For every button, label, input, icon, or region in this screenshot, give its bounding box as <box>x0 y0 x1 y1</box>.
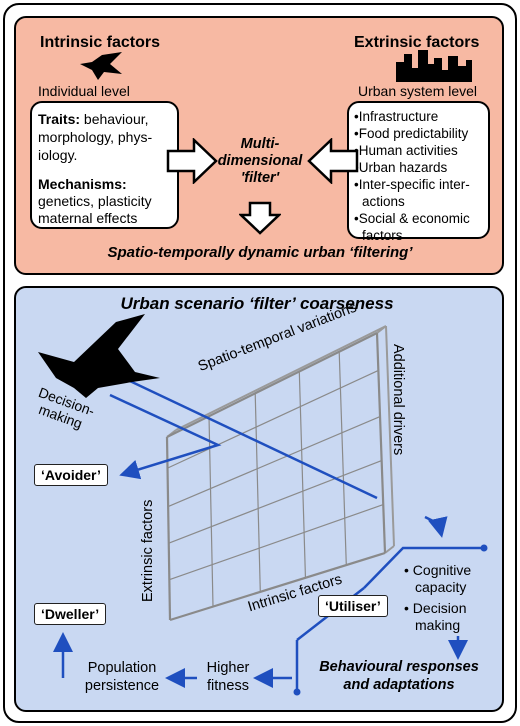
higher-fitness-label: Higher fitness <box>200 659 256 695</box>
panel-title: Urban scenario ‘filter’ coarseness <box>120 294 394 313</box>
grid-line <box>167 416 381 508</box>
grid-line <box>375 332 387 554</box>
list-item: factors <box>362 228 403 243</box>
outer-frame <box>3 3 517 723</box>
swallow-bird-icon <box>38 314 160 398</box>
grid-line <box>175 325 387 431</box>
intrinsic-factors-title: Intrinsic factors <box>40 34 161 51</box>
avoider-arrow <box>109 393 222 480</box>
down-hollow-arrow-icon <box>239 201 281 235</box>
extrinsic-axis-label: Extrinsic factors <box>140 499 156 602</box>
city-skyline-icon <box>396 50 472 82</box>
grid-line <box>168 460 382 544</box>
dynamic-filtering-caption: Spatio-temporally dynamic urban ‘filteri… <box>107 244 413 261</box>
grid-line <box>298 371 307 578</box>
right-hollow-arrow-icon <box>166 138 218 184</box>
utiliser-bracket-upper <box>363 546 484 589</box>
bracket-end-dot <box>293 688 301 696</box>
grid-line <box>167 369 379 469</box>
filter-line-3: 'filter' <box>240 170 280 186</box>
cognitive-capacity-label: • Cognitive capacity <box>404 562 471 596</box>
list-item: •Inter-specific inter- <box>354 177 470 192</box>
grid-line <box>169 551 386 622</box>
grid-exit-arrow <box>424 515 448 538</box>
mechanisms-text: Mechanisms: genetics, plasticity materna… <box>38 176 152 227</box>
traits-line-2: morphology, phys- <box>38 129 153 145</box>
bird-icon <box>80 52 122 80</box>
mechanisms-line-1: genetics, plasticity <box>38 193 152 209</box>
grid-line <box>385 325 395 547</box>
left-hollow-arrow-icon <box>307 138 359 184</box>
traits-mechanisms-box <box>30 101 179 229</box>
mechanisms-label: Mechanisms: <box>38 176 127 192</box>
traits-line-3: iology. <box>38 147 78 163</box>
mechanisms-line-2: maternal effects <box>38 210 138 226</box>
fitness-line-2: fitness <box>207 678 249 694</box>
decision-making-bullet: • Decision making <box>404 600 466 634</box>
list-item: actions <box>362 194 405 209</box>
traits-label: Traits: <box>38 111 81 127</box>
extrinsic-factors-list: •Infrastructure •Food predictability •Hu… <box>354 108 470 244</box>
grid-line <box>169 504 384 581</box>
urban-system-level-label: Urban system level <box>358 83 478 99</box>
filter-grid <box>165 325 395 622</box>
population-line-2: persistence <box>84 678 160 694</box>
additional-drivers-label: Additional drivers <box>390 344 406 456</box>
filter-label: Multi- dimensional 'filter' <box>210 136 310 187</box>
grid-line <box>384 545 395 554</box>
dweller-label: ‘Dweller’ <box>34 603 107 625</box>
grid-line <box>208 416 214 607</box>
list-item: •Urban hazards <box>354 160 448 175</box>
decision-line <box>114 372 378 500</box>
list-item: •Social & economic <box>354 211 470 226</box>
traits-line-1: behaviour, <box>80 111 149 127</box>
cognitive-line-2: capacity <box>415 579 467 595</box>
decision-making-line-2: making <box>415 617 461 633</box>
bracket-end-dot <box>480 544 488 552</box>
behavioural-responses-label: Behavioural responses and adaptations <box>306 658 492 694</box>
filter-line-2: dimensional <box>217 153 303 169</box>
utiliser-label: ‘Utiliser’ <box>318 595 388 617</box>
individual-level-label: Individual level <box>38 83 130 99</box>
traits-text: Traits: behaviour, morphology, phys- iol… <box>38 110 152 164</box>
extrinsic-factors-box <box>347 101 490 239</box>
list-item: •Infrastructure <box>354 109 439 124</box>
grid-line <box>254 393 261 592</box>
fitness-line-1: Higher <box>206 660 250 676</box>
filter-line-1: Multi- <box>240 136 280 152</box>
population-persistence-label: Population persistence <box>76 659 168 695</box>
population-line-1: Population <box>87 660 157 676</box>
avoider-label: ‘Avoider’ <box>34 464 108 486</box>
behavioural-line-1: Behavioural responses <box>319 659 479 675</box>
list-item: •Human activities <box>354 143 458 158</box>
list-item: •Food predictability <box>354 126 469 141</box>
grid-line <box>338 351 347 566</box>
behavioural-line-2: and adaptations <box>343 677 455 693</box>
extrinsic-factors-title: Extrinsic factors <box>354 34 480 51</box>
grid-line <box>166 332 378 438</box>
cognitive-line-1: • Cognitive <box>404 562 472 578</box>
decision-making-line-1: • Decision <box>404 600 467 616</box>
grid-line <box>165 436 172 621</box>
